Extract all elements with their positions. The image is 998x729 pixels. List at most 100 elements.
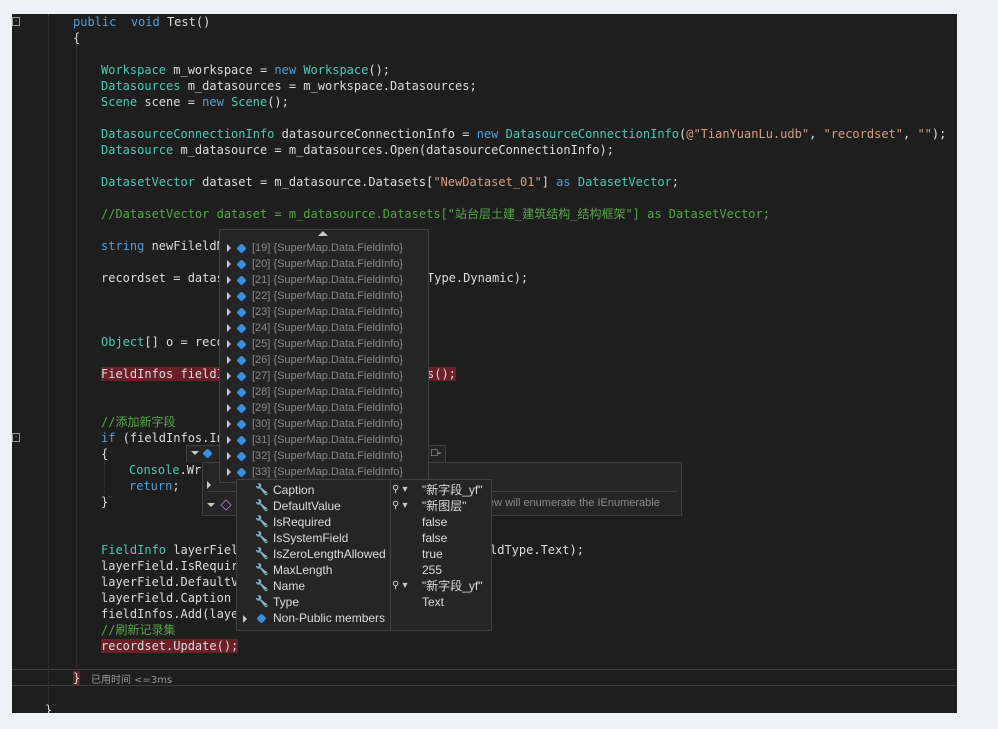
expand-arrow-icon[interactable] xyxy=(227,436,231,445)
expand-arrow-icon[interactable] xyxy=(207,477,211,491)
property-value[interactable]: "新字段_yf" xyxy=(422,483,483,497)
expand-arrow-icon[interactable] xyxy=(227,420,231,429)
code-line[interactable]: Object[] o = reco xyxy=(101,334,224,350)
list-item-label: [32] {SuperMap.Data.FieldInfo} xyxy=(252,450,404,462)
expand-arrow-icon[interactable] xyxy=(227,372,231,381)
code-line[interactable]: } xyxy=(101,494,108,510)
code-line[interactable]: layerField.DefaultV xyxy=(101,574,238,590)
collapse-arrow-icon[interactable] xyxy=(191,451,199,455)
property-row[interactable]: 🔧DefaultValue⚲ ▾"新图层" xyxy=(237,498,491,514)
expand-arrow-icon[interactable] xyxy=(227,356,231,365)
list-item[interactable]: [29] {SuperMap.Data.FieldInfo} xyxy=(220,400,403,416)
property-value[interactable]: false xyxy=(422,515,448,529)
code-line[interactable]: Console.Wri xyxy=(129,462,208,478)
code-line[interactable]: Workspace m_workspace = new Workspace(); xyxy=(101,62,390,78)
list-item[interactable]: [20] {SuperMap.Data.FieldInfo} xyxy=(220,256,403,272)
code-line[interactable]: recordset = datas xyxy=(101,270,224,286)
code-line[interactable]: if (fieldInfos.In xyxy=(101,430,224,446)
list-item[interactable]: [33] {SuperMap.Data.FieldInfo} xyxy=(220,464,403,480)
code-line[interactable]: { xyxy=(101,446,108,462)
code-line[interactable]: FieldInfo layerFiel xyxy=(101,542,238,558)
expand-arrow-icon[interactable] xyxy=(227,276,231,285)
visualizer-icon[interactable]: ⚲ ▾ xyxy=(392,484,408,495)
expand-arrow-icon[interactable] xyxy=(243,614,247,623)
code-line[interactable]: //DatasetVector dataset = m_datasource.D… xyxy=(101,206,770,222)
code-line[interactable]: fieldInfos.Add(laye xyxy=(101,606,238,622)
property-row[interactable]: 🔧Name⚲ ▾"新字段_yf" xyxy=(237,578,491,594)
expand-arrow-icon[interactable] xyxy=(227,244,231,253)
fold-marker[interactable]: - xyxy=(12,17,20,26)
code-line[interactable]: layerField.Caption xyxy=(101,590,238,606)
list-item[interactable]: [23] {SuperMap.Data.FieldInfo} xyxy=(220,304,403,320)
property-value[interactable]: Text xyxy=(422,595,445,609)
code-line[interactable]: { xyxy=(73,30,80,46)
code-line[interactable]: recordset.Update(); xyxy=(101,638,239,654)
property-value[interactable]: false xyxy=(422,531,448,545)
code-line[interactable]: //刷新记录集 xyxy=(101,622,175,638)
code-token: Workspace xyxy=(303,63,369,77)
code-token: Scene xyxy=(101,95,138,109)
list-item[interactable]: [21] {SuperMap.Data.FieldInfo} xyxy=(220,272,403,288)
property-value[interactable]: 255 xyxy=(422,563,443,577)
scroll-up-icon[interactable] xyxy=(318,231,328,236)
code-line[interactable]: return; xyxy=(129,478,180,494)
property-row[interactable]: 🔧Caption⚲ ▾"新字段_yf" xyxy=(237,482,491,498)
code-line[interactable]: DatasourceConnectionInfo datasourceConne… xyxy=(101,126,946,142)
expand-arrow-icon[interactable] xyxy=(227,260,231,269)
code-line[interactable]: FieldInfos fieldI xyxy=(101,366,224,382)
property-value[interactable]: "新图层" xyxy=(422,499,467,513)
fieldinfo-properties-datatip[interactable]: 🔧Caption⚲ ▾"新字段_yf"🔧DefaultValue⚲ ▾"新图层"… xyxy=(236,479,492,631)
code-line[interactable]: DatasetVector dataset = m_datasource.Dat… xyxy=(101,174,679,190)
code-line[interactable]: Type.Dynamic); xyxy=(427,270,528,286)
code-token: DatasourceConnectionInfo xyxy=(505,127,679,141)
list-item[interactable]: [24] {SuperMap.Data.FieldInfo} xyxy=(220,320,403,336)
list-item[interactable]: [30] {SuperMap.Data.FieldInfo} xyxy=(220,416,403,432)
code-line[interactable]: Datasources m_datasources = m_workspace.… xyxy=(101,78,477,94)
list-item[interactable]: [28] {SuperMap.Data.FieldInfo} xyxy=(220,384,403,400)
code-line[interactable]: } xyxy=(73,670,81,686)
property-value[interactable]: true xyxy=(422,547,443,561)
list-item[interactable]: [19] {SuperMap.Data.FieldInfo} xyxy=(220,240,403,256)
code-token: FieldInfos fieldI xyxy=(101,367,224,381)
code-line[interactable]: Datasource m_datasource = m_datasources.… xyxy=(101,142,614,158)
expand-arrow-icon[interactable] xyxy=(227,404,231,413)
expand-arrow-icon[interactable] xyxy=(227,452,231,461)
expand-arrow-icon[interactable] xyxy=(227,308,231,317)
list-item[interactable]: [27] {SuperMap.Data.FieldInfo} xyxy=(220,368,403,384)
property-value[interactable]: "新字段_yf" xyxy=(422,579,483,593)
list-item-label: [31] {SuperMap.Data.FieldInfo} xyxy=(252,434,404,446)
code-token: [] o = reco xyxy=(144,335,224,349)
collapse-arrow-icon[interactable] xyxy=(207,497,215,511)
code-line[interactable]: layerField.IsRequir xyxy=(101,558,238,574)
code-line[interactable]: Scene scene = new Scene(); xyxy=(101,94,289,110)
visualizer-icon[interactable]: ⚲ ▾ xyxy=(392,500,408,511)
fieldinfos-pin-label[interactable]: □- xyxy=(431,447,442,459)
expand-arrow-icon[interactable] xyxy=(227,468,231,477)
code-line[interactable]: s(); xyxy=(427,366,456,382)
fieldinfo-list-datatip[interactable]: [19] {SuperMap.Data.FieldInfo}[20] {Supe… xyxy=(219,229,429,483)
code-token: { xyxy=(101,447,109,461)
list-item[interactable]: [32] {SuperMap.Data.FieldInfo} xyxy=(220,448,403,464)
list-item[interactable]: [26] {SuperMap.Data.FieldInfo} xyxy=(220,352,403,368)
visualizer-icon[interactable]: ⚲ ▾ xyxy=(392,580,408,591)
code-line[interactable]: string newFileldN xyxy=(101,238,224,254)
code-line[interactable]: public void Test() xyxy=(73,14,210,30)
field-icon xyxy=(202,448,213,459)
code-line[interactable]: //添加新字段 xyxy=(101,414,175,430)
code-line[interactable]: } xyxy=(45,702,52,713)
expand-arrow-icon[interactable] xyxy=(227,292,231,301)
fold-marker[interactable]: - xyxy=(12,433,20,442)
expand-arrow-icon[interactable] xyxy=(227,340,231,349)
expand-arrow-icon[interactable] xyxy=(227,388,231,397)
code-line[interactable]: ldType.Text); xyxy=(490,542,584,558)
list-item[interactable]: [31] {SuperMap.Data.FieldInfo} xyxy=(220,432,403,448)
list-item[interactable]: [25] {SuperMap.Data.FieldInfo} xyxy=(220,336,403,352)
non-public-members-row[interactable]: Non-Public members xyxy=(237,610,491,626)
list-item[interactable]: [22] {SuperMap.Data.FieldInfo} xyxy=(220,288,403,304)
expand-arrow-icon[interactable] xyxy=(227,324,231,333)
